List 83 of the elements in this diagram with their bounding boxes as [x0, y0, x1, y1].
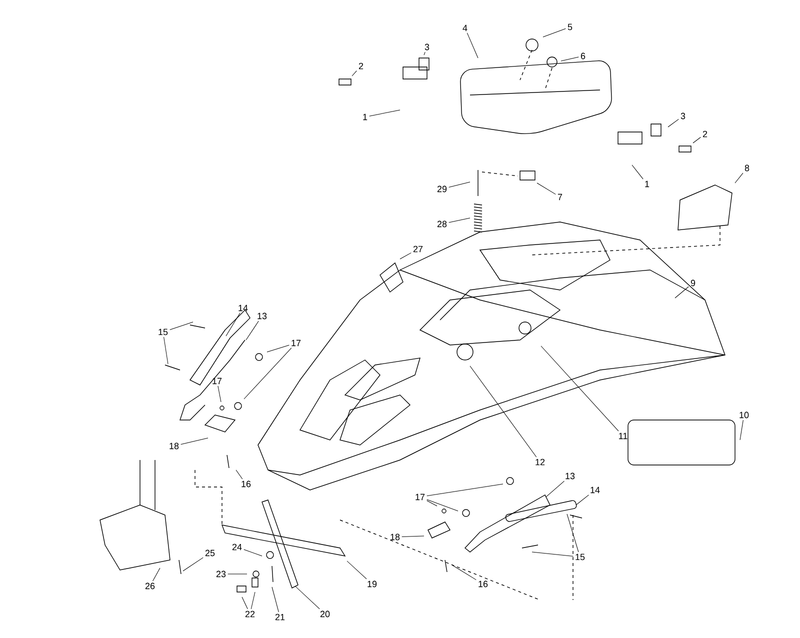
leader-line	[466, 32, 478, 58]
leader-line	[448, 218, 470, 223]
callout-number: 24	[232, 544, 242, 550]
leader-line	[740, 420, 744, 440]
leader-line	[426, 484, 504, 496]
callout-number: 10	[740, 412, 749, 418]
leader-line	[426, 499, 458, 512]
leader-line	[540, 346, 619, 432]
leader-line	[180, 438, 208, 445]
leader-line	[266, 344, 290, 352]
callout-number: 12	[536, 458, 545, 466]
leader-line	[244, 549, 262, 556]
callout-number: 27	[413, 246, 423, 252]
callout-number: 18	[170, 442, 179, 450]
callout-number: 15	[158, 328, 168, 336]
callout-number: 14	[590, 486, 600, 494]
leader-line	[244, 348, 292, 400]
leader-line	[470, 366, 537, 458]
callout-number: 1	[363, 114, 368, 120]
leader-line	[250, 592, 256, 610]
leader-line	[576, 494, 589, 506]
leader-line	[152, 568, 160, 582]
leader-line	[668, 118, 679, 128]
callout-number: 21	[275, 614, 285, 620]
callout-number: 7	[558, 194, 562, 200]
leader-line	[294, 586, 320, 610]
leader-line	[400, 252, 412, 260]
callout-number: 2	[358, 62, 364, 70]
leader-line	[346, 560, 367, 580]
leader-line	[424, 52, 426, 56]
leader-line	[448, 182, 470, 188]
leader-line	[352, 70, 357, 76]
callout-number: 18	[390, 534, 400, 540]
leader-line	[226, 312, 240, 336]
callout-number: 3	[680, 112, 686, 120]
callout-number: 5	[568, 24, 572, 30]
callout-number: 13	[566, 472, 575, 480]
leader-line	[452, 564, 476, 580]
callout-number: 20	[320, 610, 330, 618]
callout-number: 16	[242, 480, 251, 488]
callout-number: 19	[368, 580, 377, 588]
callout-number: 17	[292, 340, 301, 346]
leader-line	[164, 336, 168, 364]
leader-line	[692, 137, 701, 144]
leader-line	[236, 470, 243, 480]
leader-line	[402, 536, 424, 538]
leader-line	[566, 514, 579, 552]
callout-number: 9	[690, 280, 696, 286]
callout-number: 6	[580, 52, 586, 60]
leader-line	[632, 164, 644, 180]
callout-number: 3	[424, 44, 430, 50]
callout-number: 29	[437, 186, 447, 192]
callout-number: 13	[258, 312, 267, 320]
callout-number: 14	[238, 304, 248, 312]
leader-line	[426, 500, 438, 506]
callout-number: 4	[462, 24, 468, 32]
leader-line	[542, 28, 566, 38]
leader-line	[170, 322, 194, 330]
leader-line	[674, 286, 689, 298]
callout-number: 23	[216, 570, 226, 578]
callout-number: 17	[212, 378, 222, 384]
callout-number: 11	[619, 432, 628, 440]
leader-line	[734, 172, 744, 184]
callout-number: 28	[437, 220, 447, 228]
callout-number: 16	[478, 580, 488, 588]
callout-number: 25	[205, 550, 215, 556]
callout-number: 8	[744, 164, 750, 172]
leader-line	[532, 552, 574, 557]
leader-line	[369, 110, 400, 116]
callout-number: 17	[416, 494, 425, 500]
leader-line	[218, 386, 222, 402]
leader-line	[242, 596, 248, 610]
callout-number: 22	[245, 610, 255, 618]
leader-line	[272, 586, 279, 612]
callout-number: 1	[645, 180, 650, 188]
leader-line	[246, 320, 259, 340]
callout-number: 26	[145, 582, 155, 590]
leader-line	[182, 557, 204, 572]
leader-line	[560, 56, 579, 62]
callout-number: 15	[576, 554, 585, 560]
leader-line	[536, 182, 556, 195]
leader-line	[546, 480, 564, 498]
callout-number: 2	[702, 130, 708, 138]
